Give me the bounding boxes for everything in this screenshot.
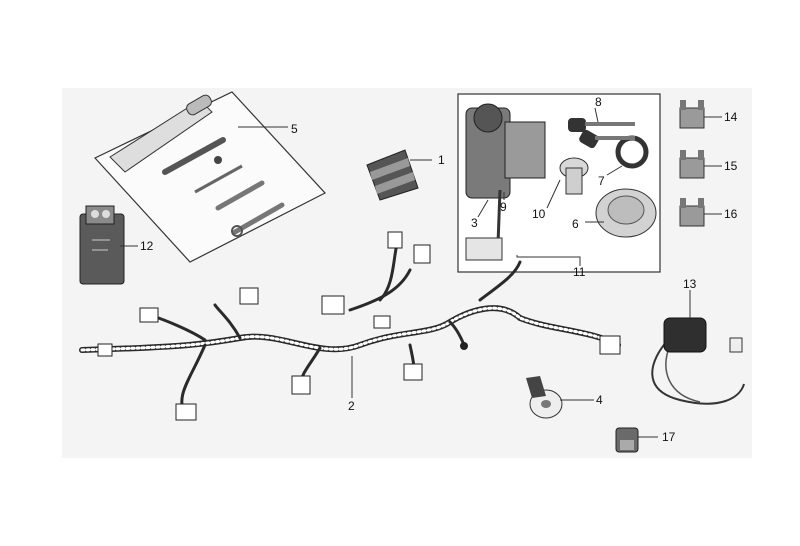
- callout-11: 11: [573, 265, 586, 279]
- callout-7: 7: [598, 174, 605, 188]
- callout-5: 5: [291, 122, 298, 136]
- callout-1: 1: [438, 153, 445, 167]
- callout-2: 2: [348, 399, 355, 413]
- callout-16: 16: [724, 207, 738, 221]
- callout-8: 8: [595, 95, 602, 109]
- relay-part: [366, 149, 419, 201]
- callout-9: 9: [500, 200, 507, 214]
- callout-6: 6: [572, 217, 579, 231]
- wire-harness-part: [79, 231, 621, 421]
- callout-17: 17: [662, 430, 676, 444]
- cdi-unit-part: [79, 205, 125, 285]
- tool-kit-part: [94, 91, 326, 263]
- fuse-part: [679, 100, 705, 227]
- leader-lines: [120, 107, 722, 438]
- callout-15: 15: [724, 159, 738, 173]
- horn-part: [526, 376, 563, 419]
- callout-14: 14: [724, 110, 738, 124]
- callout-13: 13: [683, 277, 697, 291]
- callout-3: 3: [471, 216, 478, 230]
- callout-10: 10: [532, 207, 546, 221]
- regulator-part: [651, 317, 745, 405]
- callout-12: 12: [140, 239, 154, 253]
- flasher-part: [615, 427, 639, 453]
- callout-4: 4: [596, 393, 603, 407]
